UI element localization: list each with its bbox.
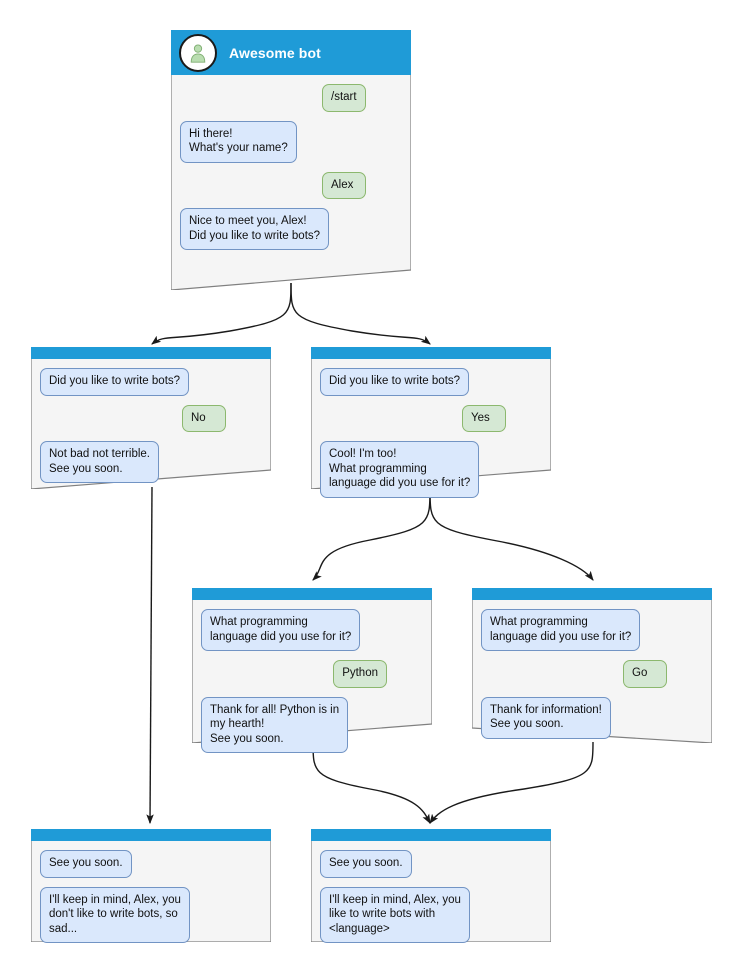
card-header: Awesome bot (171, 30, 411, 75)
user-message-bubble[interactable]: Yes (462, 404, 506, 432)
chat-thread: What programming language did you use fo… (192, 600, 432, 753)
message-row: Nice to meet you, Alex! Did you like to … (180, 208, 402, 250)
bot-message-bubble[interactable]: Cool! I'm too! What programming language… (320, 441, 480, 498)
message-row: I'll keep in mind, Alex, you don't like … (40, 886, 262, 943)
bot-message-bubble[interactable]: Did you like to write bots? (40, 368, 190, 396)
chat-thread: What programming language did you use fo… (472, 600, 712, 739)
language-go-card[interactable]: What programming language did you use fo… (472, 588, 712, 743)
message-row: Hi there! What's your name? (180, 120, 402, 163)
card-header (31, 829, 271, 841)
message-row: I'll keep in mind, Alex, you like to wri… (320, 886, 542, 943)
message-row: Go (481, 660, 703, 688)
card-header (311, 347, 551, 359)
bot-message-bubble[interactable]: What programming language did you use fo… (481, 609, 641, 651)
edge-go-to-end (429, 741, 594, 824)
bot-message-bubble[interactable]: See you soon. (40, 850, 132, 878)
user-message-bubble[interactable]: Python (333, 660, 387, 688)
message-row: What programming language did you use fo… (201, 609, 423, 651)
person-avatar-icon (179, 33, 217, 72)
answer-no-card[interactable]: Did you like to write bots? No Not bad n… (31, 347, 271, 489)
chat-thread: See you soon. I'll keep in mind, Alex, y… (31, 841, 271, 943)
edge-no-to-end-sad (146, 486, 154, 825)
bot-message-bubble[interactable]: I'll keep in mind, Alex, you don't like … (40, 886, 190, 943)
chat-thread: /start Hi there! What's your name? Alex … (171, 75, 411, 250)
message-row: Did you like to write bots? (320, 368, 542, 396)
bot-message-bubble[interactable]: See you soon. (320, 850, 412, 878)
message-row: /start (180, 84, 402, 112)
chat-thread: Did you like to write bots? Yes Cool! I'… (311, 359, 551, 498)
message-row: Python (201, 660, 423, 688)
start-card[interactable]: Awesome bot /start Hi there! What's your… (171, 30, 411, 290)
message-row: Did you like to write bots? (40, 368, 262, 396)
card-header (192, 588, 432, 600)
bot-name-label: Awesome bot (229, 44, 321, 61)
message-row: Alex (180, 171, 402, 199)
user-message-bubble[interactable]: Alex (322, 171, 366, 199)
bot-message-bubble[interactable]: I'll keep in mind, Alex, you like to wri… (320, 886, 470, 943)
bot-message-bubble[interactable]: Thank for information! See you soon. (481, 696, 611, 739)
bot-message-bubble[interactable]: Did you like to write bots? (320, 368, 470, 396)
bot-message-bubble[interactable]: Thank for all! Python is in my hearth! S… (201, 696, 349, 753)
message-row: See you soon. (40, 850, 262, 878)
message-row: Thank for information! See you soon. (481, 696, 703, 739)
bot-message-bubble[interactable]: Nice to meet you, Alex! Did you like to … (180, 208, 330, 250)
language-python-card[interactable]: What programming language did you use fo… (192, 588, 432, 753)
bot-message-bubble[interactable]: Not bad not terrible. See you soon. (40, 441, 160, 483)
message-row: What programming language did you use fo… (481, 609, 703, 651)
chat-thread: See you soon. I'll keep in mind, Alex, y… (311, 841, 551, 943)
user-message-bubble[interactable]: No (182, 404, 226, 432)
end-with-language-card[interactable]: See you soon. I'll keep in mind, Alex, y… (311, 829, 551, 943)
user-message-bubble[interactable]: Go (623, 660, 667, 688)
message-row: Yes (320, 404, 542, 432)
message-row: See you soon. (320, 850, 542, 878)
bot-message-bubble[interactable]: Hi there! What's your name? (180, 120, 297, 163)
end-no-bots-card[interactable]: See you soon. I'll keep in mind, Alex, y… (31, 829, 271, 943)
answer-yes-card[interactable]: Did you like to write bots? Yes Cool! I'… (311, 347, 551, 498)
chat-thread: Did you like to write bots? No Not bad n… (31, 359, 271, 483)
card-header (472, 588, 712, 600)
message-row: Cool! I'm too! What programming language… (320, 441, 542, 498)
edge-start-to-yes (290, 282, 431, 345)
card-header (311, 829, 551, 841)
bot-message-bubble[interactable]: What programming language did you use fo… (201, 609, 361, 651)
message-row: Not bad not terrible. See you soon. (40, 441, 262, 483)
message-row: Thank for all! Python is in my hearth! S… (201, 696, 423, 753)
message-row: No (40, 404, 262, 432)
card-header (31, 347, 271, 359)
edge-start-to-no (151, 282, 292, 345)
user-message-bubble[interactable]: /start (322, 84, 366, 112)
